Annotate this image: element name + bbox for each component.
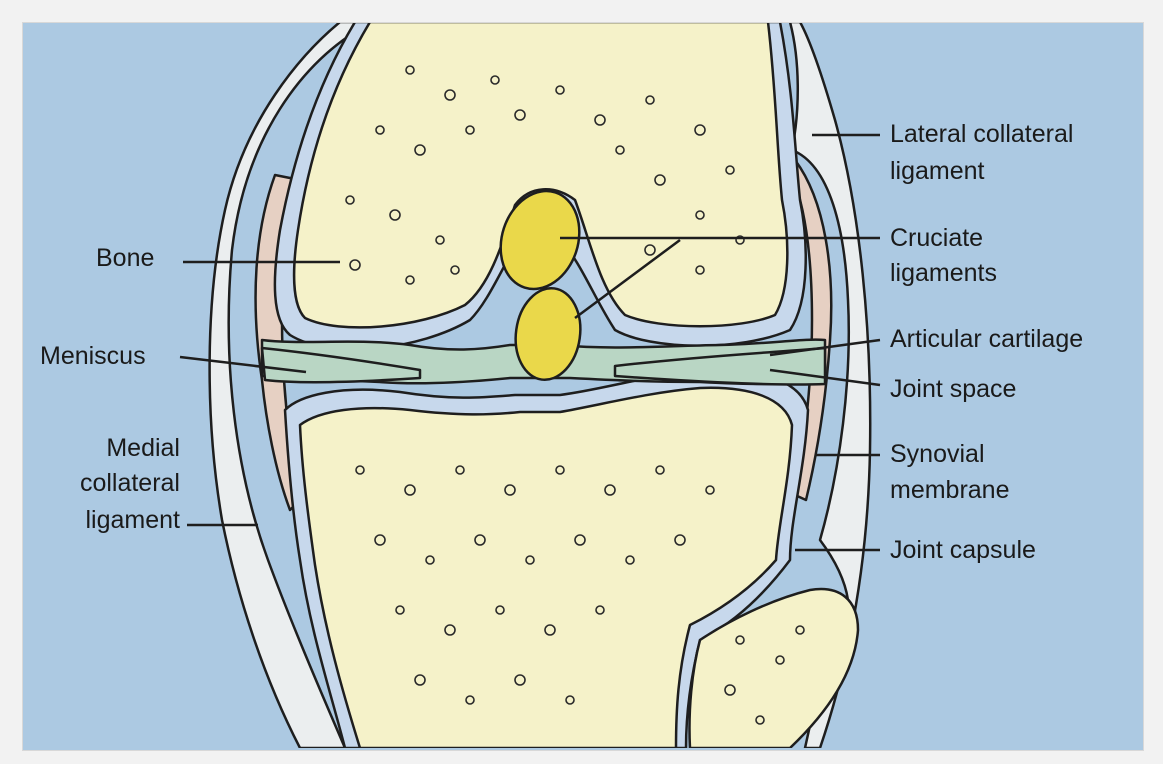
- label-synovial-1: Synovial: [890, 438, 985, 470]
- label-joint-space: Joint space: [890, 373, 1016, 405]
- label-articular-cartilage: Articular cartilage: [890, 323, 1083, 355]
- label-medial-collateral-2: collateral: [40, 467, 180, 499]
- label-meniscus: Meniscus: [40, 340, 146, 372]
- label-synovial-2: membrane: [890, 474, 1010, 506]
- label-medial-collateral-1: Medial: [40, 432, 180, 464]
- label-lateral-collateral-2: ligament: [890, 155, 985, 187]
- label-joint-capsule: Joint capsule: [890, 534, 1036, 566]
- label-cruciate-1: Cruciate: [890, 222, 983, 254]
- label-cruciate-2: ligaments: [890, 257, 997, 289]
- label-medial-collateral-3: ligament: [40, 504, 180, 536]
- label-bone: Bone: [96, 242, 154, 274]
- label-lateral-collateral-1: Lateral collateral: [890, 118, 1073, 150]
